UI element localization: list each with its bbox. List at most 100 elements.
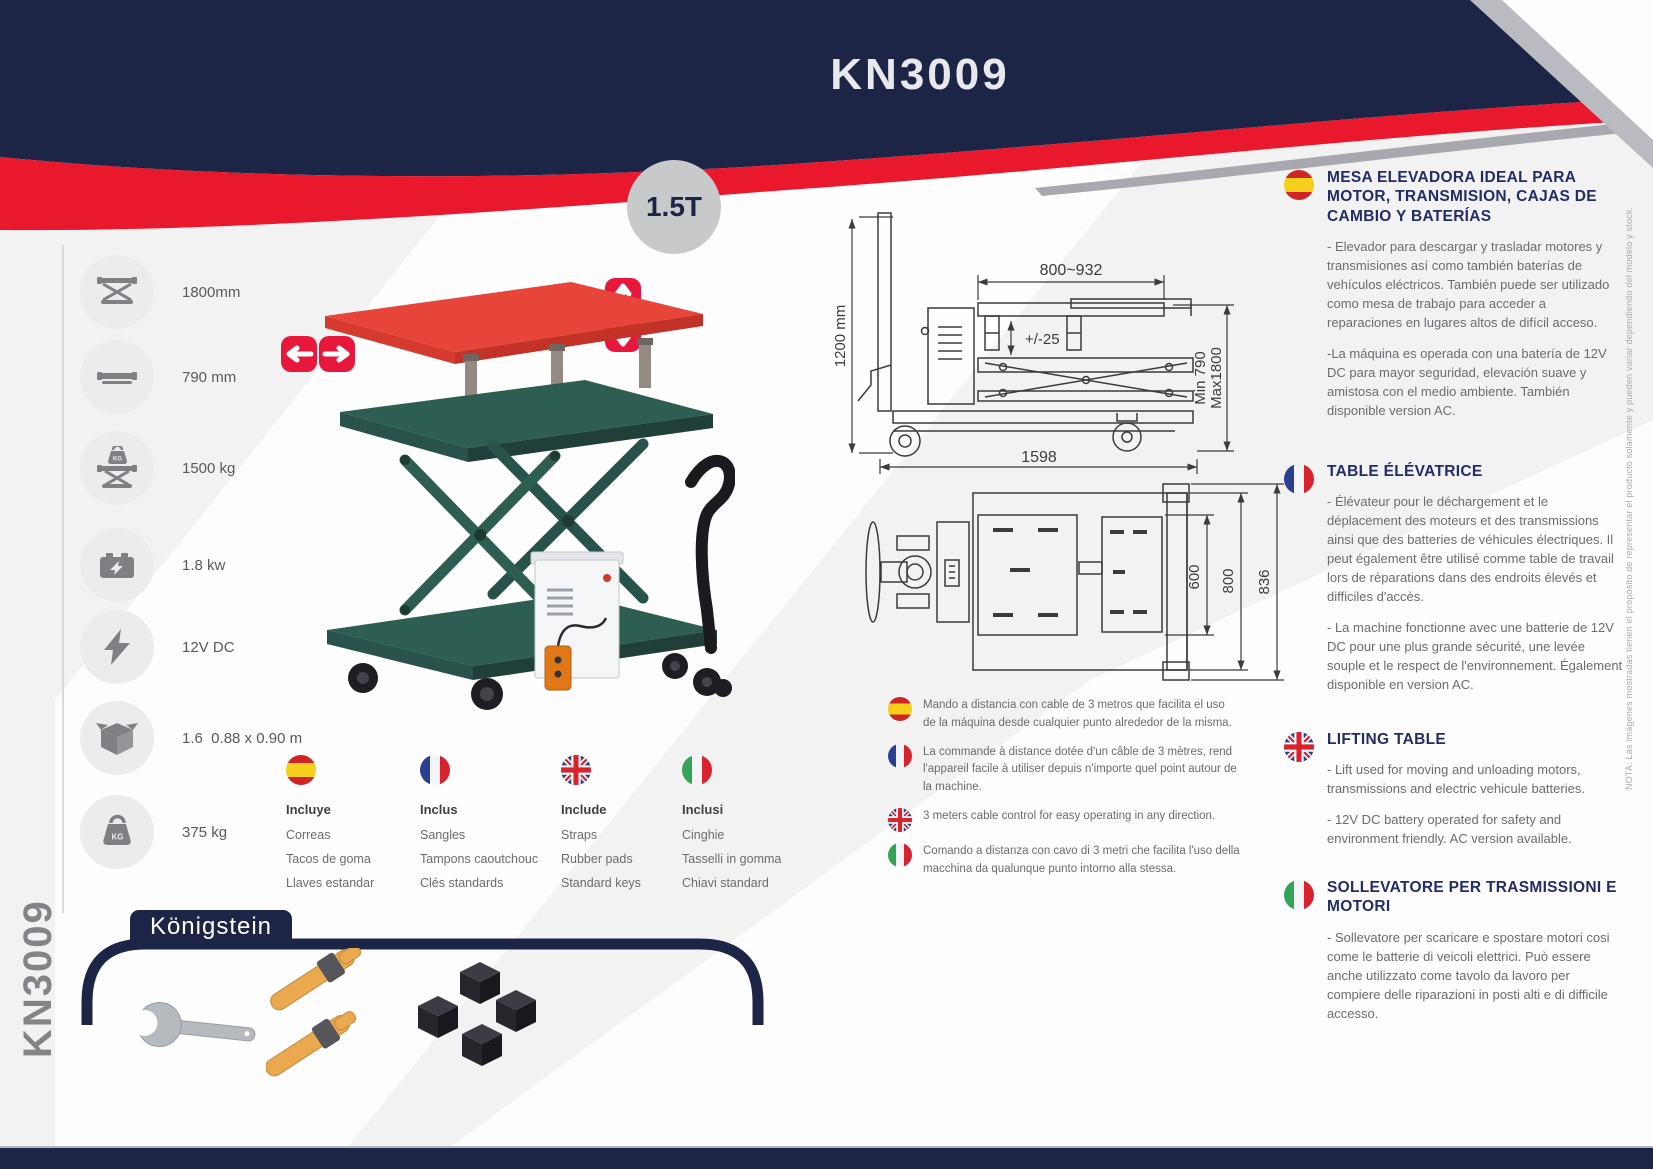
header-banner (0, 0, 1653, 231)
spec-row: KG 375 kg (80, 795, 227, 869)
italy-flag-icon (888, 843, 912, 868)
dim-inner-width: 600 (1186, 564, 1203, 589)
product-photo (281, 278, 735, 710)
spec-value: 12V DC (182, 638, 235, 656)
spec-row: 1800mm (80, 255, 240, 329)
includes-item: Standard keys (561, 876, 641, 890)
svg-text:KG: KG (112, 833, 124, 842)
section-es: MESA ELEVADORA IDEAL PARA MOTOR, TRANSMI… (1284, 168, 1624, 421)
dim-frame-width: 800 (1220, 568, 1237, 593)
spec-row: 790 mm (80, 340, 236, 414)
remote-notes: Mando a distancia con cable de 3 metros … (888, 697, 1240, 890)
includes-item: Tampons caoutchouc (420, 852, 539, 866)
dim-max-height: Max1800 (1208, 347, 1225, 409)
dim-min-height: Min 790 (1192, 351, 1209, 404)
straps-image (266, 948, 362, 1077)
spec-value: 375 kg (182, 823, 228, 841)
remote-note-text: La commande à distance dotée d'un câble … (923, 745, 1237, 794)
wrench-image (133, 1001, 256, 1047)
battery-power-icon (80, 528, 154, 602)
spec-value: 1500 kg (182, 459, 236, 477)
spain-flag-icon (286, 755, 316, 785)
uk-flag-icon (561, 755, 591, 785)
top-view-drawing: 600 800 836 (865, 483, 1284, 681)
packing-size-icon (80, 701, 154, 775)
france-flag-icon (1284, 464, 1314, 494)
dim-height-adjust: +/-25 (1025, 331, 1060, 348)
section-title: LIFTING TABLE (1327, 731, 1446, 748)
includes-title: Inclusi (682, 802, 724, 817)
voltage-icon (80, 610, 154, 684)
section-paragraph: - Élévateur pour le déchargement et le d… (1327, 494, 1614, 605)
section-paragraph: - Lift used for moving and unloading mot… (1327, 762, 1585, 797)
page-title: KN3009 (830, 50, 1010, 99)
includes-title: Incluye (286, 802, 331, 817)
section-paragraph: - Sollevatore per scaricare e spostare m… (1327, 929, 1610, 1021)
spain-flag-icon (888, 697, 912, 721)
spain-flag-icon (1284, 170, 1314, 200)
horizontal-arrows-icon (281, 336, 355, 372)
spec-value: 790 mm (182, 368, 237, 386)
footer-bar (0, 1148, 1653, 1169)
france-flag-icon (888, 743, 912, 768)
france-flag-icon (420, 755, 450, 785)
section-title: MESA ELEVADORA IDEAL PARA MOTOR, TRANSMI… (1327, 169, 1597, 225)
section-paragraph: - Elevador para descargar y trasladar mo… (1327, 239, 1610, 330)
section-it: SOLLEVATORE PER TRASMISSIONI E MOTORI - … (1284, 878, 1624, 1024)
spec-row: 12V DC (80, 610, 235, 684)
includes-column-es: Incluye Correas Tacos de goma Llaves est… (286, 755, 414, 900)
includes-column-it: Inclusi Cinghie Tasselli in gomma Chiavi… (682, 755, 810, 900)
includes-item: Clés standards (420, 876, 504, 890)
section-paragraph: -La máquina es operada con una batería d… (1327, 345, 1607, 418)
section-paragraph: - 12V DC battery operated for safety and… (1327, 812, 1572, 847)
italy-flag-icon (1284, 880, 1314, 910)
sidebar-divider (62, 245, 64, 913)
section-en: LIFTING TABLE - Lift used for moving and… (1284, 730, 1624, 849)
includes-item: Straps (561, 828, 598, 842)
includes-column-en: Include Straps Rubber pads Standard keys (561, 755, 689, 900)
spec-value: 1.8 kw (182, 556, 226, 574)
remote-note-fr: La commande à distance dotée d'un câble … (888, 743, 1240, 797)
rubber-pads-image (418, 962, 536, 1066)
brand-logo: Königstein (130, 910, 292, 944)
brand-bracket (81, 938, 764, 1025)
remote-note-it: Comando a distanza con cavo di 3 metri c… (888, 843, 1240, 879)
section-title: TABLE ÉLÉVATRICE (1327, 463, 1483, 480)
weight-icon: KG (80, 795, 154, 869)
footer-divider (0, 1146, 1653, 1148)
section-title: SOLLEVATORE PER TRASMISSIONI E MOTORI (1327, 879, 1617, 916)
platform-lowered-icon (80, 340, 154, 414)
lift-capacity-icon: KG (80, 431, 154, 505)
spec-value: 1800mm (182, 283, 241, 301)
includes-item: Tasselli in gomma (682, 852, 782, 866)
includes-title: Include (561, 802, 607, 817)
spec-row: KG 1500 kg (80, 431, 235, 505)
includes-title: Inclus (420, 802, 458, 817)
section-fr: TABLE ÉLÉVATRICE - Élévateur pour le déc… (1284, 462, 1624, 695)
remote-note-text: 3 meters cable control for easy operatin… (923, 810, 1216, 823)
spec-row: 1.6 0.88 x 0.90 m (80, 701, 302, 775)
capacity-badge: 1.5T (627, 160, 721, 254)
includes-item: Correas (286, 828, 331, 842)
spec-row: 1.8 kw (80, 528, 225, 602)
remote-note-en: 3 meters cable control for easy operatin… (888, 808, 1240, 833)
dim-platform-range: 800~932 (1040, 262, 1103, 279)
uk-flag-icon (888, 808, 912, 833)
section-paragraph: - La machine fonctionne avec une batteri… (1327, 620, 1623, 693)
dim-overall-length: 1598 (1021, 449, 1057, 466)
lift-raised-icon (80, 255, 154, 329)
includes-item: Rubber pads (561, 852, 633, 866)
spec-value: 1.6 0.88 x 0.90 m (182, 729, 303, 747)
dim-overall-width: 836 (1256, 569, 1273, 594)
includes-item: Llaves estandar (286, 876, 375, 890)
svg-text:KG: KG (113, 457, 122, 463)
includes-item: Chiavi standard (682, 876, 769, 890)
includes-item: Tacos de goma (286, 852, 371, 866)
model-vertical-label: KN3009 (16, 899, 60, 1058)
disclaimer-vertical: NOTA: Las imágenes mostradas tienen el p… (1624, 206, 1634, 790)
remote-note-es: Mando a distancia con cable de 3 metros … (888, 697, 1240, 733)
remote-note-text: Mando a distancia con cable de 3 metros … (923, 699, 1232, 729)
uk-flag-icon (1284, 732, 1314, 762)
italy-flag-icon (682, 755, 712, 785)
